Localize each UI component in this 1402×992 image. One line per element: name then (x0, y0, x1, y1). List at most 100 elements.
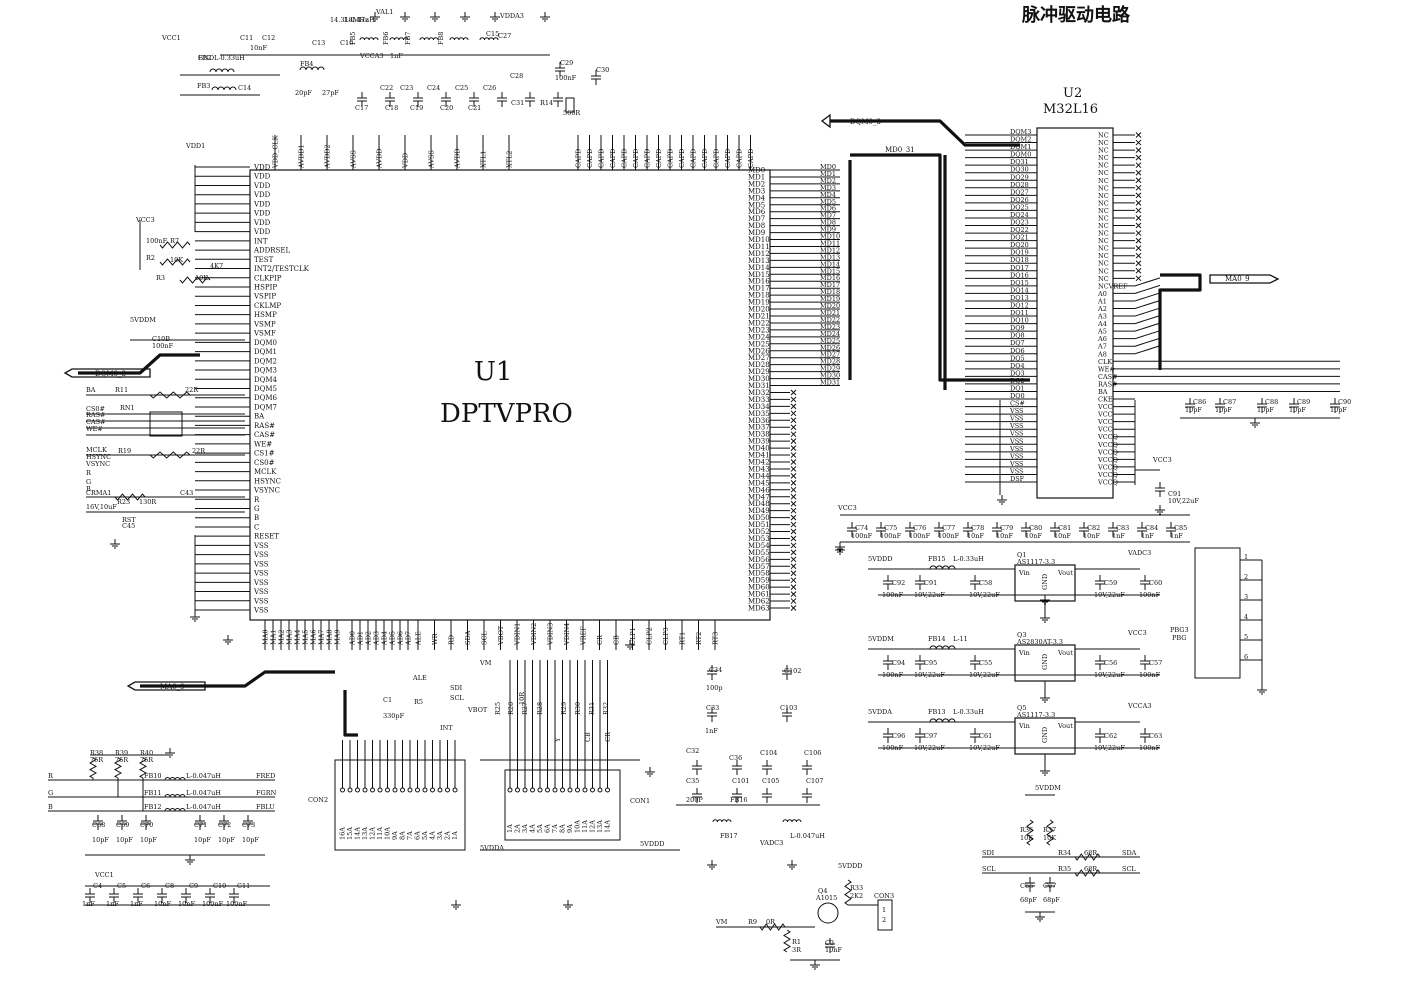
i2c-resistor-value: 10K (1043, 834, 1056, 842)
capacitor-symbol (825, 938, 835, 953)
capacitor-symbol (1140, 728, 1150, 743)
video-output-label: FRED (256, 772, 275, 780)
ground-symbol (707, 860, 717, 870)
top-passive-label: C14 (238, 84, 251, 92)
ferrite-bead-label: FB10 (144, 772, 162, 780)
bottom-mid-label: C106 (804, 749, 821, 757)
u1-left-pin-label: G (254, 505, 260, 513)
u2-right-pin-label: CLK (1098, 358, 1112, 366)
capacitor-symbol (1095, 728, 1105, 743)
filter-cap-label: C68 (92, 821, 105, 829)
bottom-mid-label: C32 (686, 747, 699, 755)
regulator-input-net: 5VDDM (868, 635, 894, 643)
capacitor-symbol (692, 788, 702, 803)
u1-bottom-pin-label: AD2 (365, 631, 373, 646)
con1-pin-label: 7A (551, 824, 559, 833)
u2-left-pin-label: DQ28 (1010, 181, 1029, 189)
left-net-label: 22R (192, 447, 206, 455)
no-connect-mark (790, 445, 797, 451)
top-passive-label: C31 (511, 99, 524, 107)
filter-cap-value: 10pF (242, 836, 259, 844)
inductor-symbol (479, 37, 499, 41)
ground-symbol (645, 767, 655, 777)
u1-bottom-pin-label: AD4 (381, 631, 389, 646)
i2c-net-right: SDA (1122, 849, 1137, 857)
resistor-symbol (149, 391, 191, 399)
u2-left-pin-label: VSS (1009, 430, 1024, 438)
i2c-net-left: SCL (982, 865, 996, 873)
u1-top-pin-label: AVDD (376, 149, 384, 170)
capacitor-symbol (1215, 398, 1225, 413)
u1-left-pin-label: DQM3 (254, 367, 277, 375)
u2-left-pin-label: DQ1 (1010, 384, 1025, 392)
u1-right-pin-label: MD53 (748, 535, 770, 543)
md-net-label: MD9 (820, 226, 836, 234)
con2-pin-label: 14A (354, 827, 362, 840)
ma-bus-entry (1134, 330, 1161, 340)
inductor-value-label: L-0.047uH (186, 789, 221, 797)
u1-right-pin-label: MD5 (748, 201, 765, 209)
top-passive-label: C23 (400, 84, 413, 92)
inductor-value-label: L-0.047uH (186, 803, 221, 811)
capacitor-symbol (1257, 398, 1267, 413)
con2-pin-label: 1A (451, 831, 459, 840)
u1-top-pin-label: CAPD (678, 149, 686, 168)
u2-right-pin-label: CKE (1098, 396, 1113, 404)
u1-top-pin-label: CAPD (667, 149, 675, 168)
top-passive-label: C24 (427, 84, 440, 92)
regulator-cap-label: C94 (892, 659, 905, 667)
bottom-mid-label: 5VDDA (480, 844, 504, 852)
u1-top-pin-label: CAPD (701, 149, 709, 168)
left-net-label: R23 (117, 498, 130, 506)
u1-left-pin-label: BA (254, 413, 265, 421)
u1-right-pin-label: MD36 (748, 417, 770, 425)
u1-left-pin-label: VDD (253, 200, 271, 208)
u1-right-pin-label: MD62 (748, 598, 770, 606)
u1-bottom-pin-label: VDIN3 (547, 623, 555, 646)
u2-right-pin-label: NC (1098, 275, 1109, 283)
u2-left-pin-label: DQ10 (1010, 317, 1029, 325)
u1-left-pin-label: INT (254, 237, 268, 245)
i2c-net-right: SCL (1122, 865, 1136, 873)
u1-right-pin-label: MD30 (748, 375, 770, 383)
u2-right-pin-label: NC (1098, 162, 1109, 170)
regulator-part: AS2830AT-3.3 (1016, 638, 1063, 646)
bus-labels: DQM0_3 MD0_31 MA0_9 MA0_9 DQM0_3 (95, 118, 1250, 691)
i2c-cap-value: 68pF (1020, 896, 1037, 904)
left-net-label: RN1 (120, 404, 135, 412)
xtr-input: VM (715, 918, 728, 926)
inductor-symbol (389, 37, 409, 41)
u1-top-pin-label: CAPD (713, 149, 721, 168)
bottom-mid-label: Y (554, 737, 562, 743)
bus-label-ma-u2: MA0_9 (1225, 275, 1250, 283)
u2-right-pin-label: A6 (1097, 335, 1107, 343)
video-input-label: G (48, 789, 53, 797)
u1-left-pin-label: VSS (253, 579, 269, 587)
bottom-mid-label: R26 (507, 702, 515, 715)
capacitor-symbol (525, 92, 535, 107)
decoupling-cap-value: 1nF (106, 900, 119, 908)
gnd-pin-label: GND (1041, 654, 1049, 670)
capacitor-symbol (802, 788, 812, 803)
u1-bottom-pin-label: SDA (464, 630, 472, 645)
vin-label: Vin (1018, 569, 1030, 577)
xtr-resistor-label: R33 (850, 884, 863, 892)
u1-right-pin-label: MD59 (748, 577, 770, 585)
md-net-label: MD28 (820, 358, 840, 366)
u2-right-pin-label: NC (1098, 245, 1109, 253)
top-passive-label: C19 (410, 104, 423, 112)
filter-cap-value: 10pF (218, 836, 235, 844)
top-passive-label: L-0.47uH (344, 16, 375, 24)
u1-right-pin-label: MD38 (748, 431, 770, 439)
u1-left-pin-label: VSS (253, 597, 269, 605)
u1-left-pin-label: ADDRSEL (253, 247, 290, 255)
md-net-label: MD11 (820, 239, 840, 247)
resistor-network-rn1 (149, 411, 183, 437)
no-connect-mark (790, 500, 797, 507)
top-passive-label: FB4 (300, 60, 313, 68)
capacitor-symbol (970, 575, 980, 590)
ground-symbol (190, 612, 200, 622)
capacitor-symbol (1050, 522, 1060, 537)
u1-left-pin-label: HSMP (254, 311, 277, 319)
con2-pin-label: 2A (444, 831, 452, 840)
